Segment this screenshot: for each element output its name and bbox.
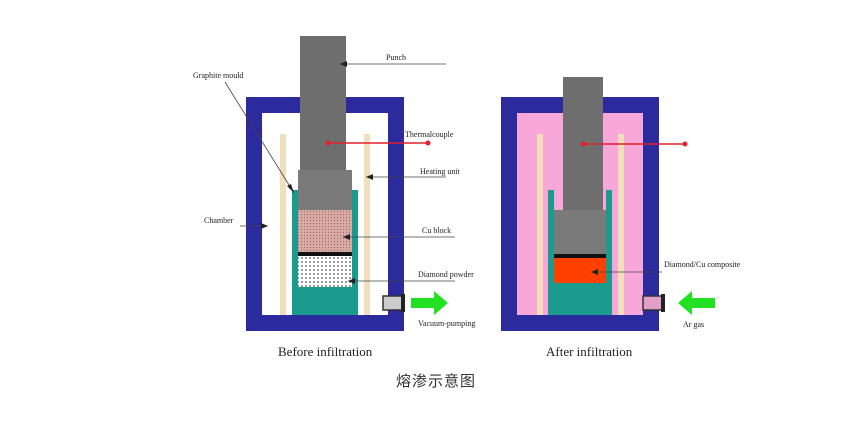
label-ar-gas: Ar gas: [683, 320, 704, 329]
cu-separator: [298, 252, 352, 256]
graphite-mould-after: [548, 190, 612, 315]
vacuum-port-flange: [401, 294, 405, 312]
label-graphite-mould: Graphite mould: [193, 71, 243, 80]
after-infiltration-diagram: Diamond/Cu composite Ar gas After infilt…: [501, 77, 741, 359]
subtitle-before: Before infiltration: [278, 344, 373, 359]
label-diamond-powder: Diamond powder: [418, 270, 474, 279]
graphite-mould: [292, 190, 358, 315]
label-heating-unit: Heating unit: [420, 167, 461, 176]
cu-separator-after: [554, 254, 606, 258]
punch-head: [298, 170, 352, 210]
label-punch: Punch: [386, 53, 406, 62]
green-right-arrow-icon: [411, 291, 448, 315]
punch-head-after: [554, 210, 606, 254]
label-thermocouple: Thermalcouple: [405, 130, 454, 139]
heating-rod-left: [280, 134, 286, 315]
gas-port-flange: [661, 294, 665, 312]
label-composite: Diamond/Cu composite: [664, 260, 741, 269]
punch-rod: [300, 36, 346, 170]
figure-caption: 熔渗示意图: [396, 372, 476, 390]
thermocouple-dot-right-after: [682, 141, 688, 147]
label-chamber: Chamber: [204, 216, 234, 225]
vacuum-port: [382, 295, 404, 311]
label-vacuum-pumping: Vacuum-pumping: [418, 319, 475, 328]
thermocouple-dot-left-after: [580, 141, 586, 147]
thermocouple-dot-right: [425, 140, 431, 146]
cu-block: [298, 210, 352, 252]
subtitle-after: After infiltration: [546, 344, 633, 359]
before-arrowheads: [261, 61, 373, 284]
heating-rod-right: [364, 134, 370, 315]
composite-arrowhead: [591, 269, 598, 275]
diamond-powder: [298, 256, 352, 287]
green-left-arrow-icon: [678, 291, 715, 315]
label-cu-block: Cu block: [422, 226, 451, 235]
heating-rod-right-after: [618, 134, 624, 315]
thermocouple-dot-left: [325, 140, 331, 146]
heating-rod-left-after: [537, 134, 543, 315]
before-infiltration-diagram: Graphite mould Punch Thermalcouple Heati…: [193, 36, 475, 359]
gas-port: [642, 295, 664, 311]
diamond-cu-composite: [554, 258, 606, 283]
